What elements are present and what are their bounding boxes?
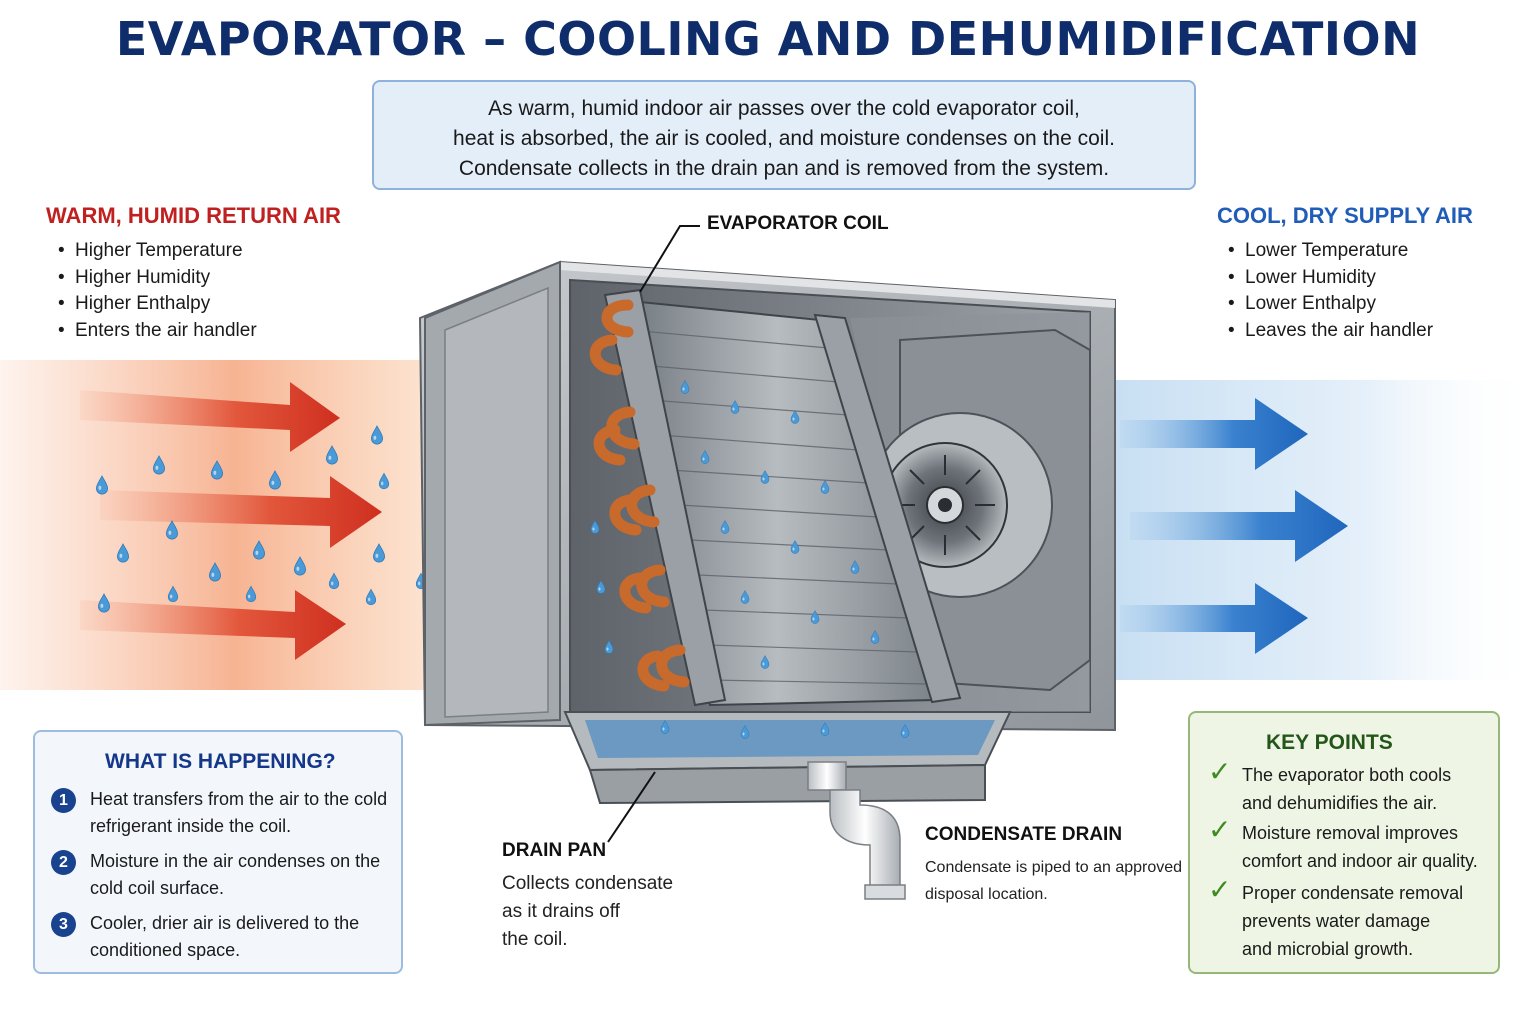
- list-item: Leaves the air handler: [1228, 318, 1433, 345]
- page-title: EVAPORATOR – COOLING AND DEHUMIDIFICATIO…: [115, 12, 1421, 66]
- list-item: Lower Humidity: [1228, 265, 1433, 292]
- what-is-happening-title: WHAT IS HAPPENING?: [105, 750, 336, 773]
- step-line: cold coil surface.: [90, 878, 225, 898]
- warm-air-arrows: [80, 382, 382, 660]
- key-point-line: Moisture removal improves: [1242, 823, 1459, 843]
- copper-hairpin-icon: [636, 564, 670, 608]
- step-number-icon: 1: [51, 788, 76, 813]
- intro-line: Condensate collects in the drain pan and…: [458, 157, 1110, 180]
- description-line: disposal location.: [925, 886, 1048, 903]
- supply-air-heading: COOL, DRY SUPPLY AIR: [1217, 203, 1473, 228]
- intro-box: As warm, humid indoor air passes over th…: [372, 80, 1196, 190]
- drain-pan: [563, 711, 1012, 805]
- return-air-list: Higher Temperature Higher Humidity Highe…: [58, 238, 257, 344]
- cool-arrow-icon: [1120, 583, 1308, 654]
- drain-pan-description: Collects condensate as it drains off the…: [502, 870, 702, 954]
- copper-refrigerant-tubes: [589, 299, 690, 692]
- cool-air-arrows: [1120, 398, 1348, 654]
- warm-arrow-icon: [100, 476, 382, 548]
- key-points-panel: KEY POINTS ✓ The evaporator both cools a…: [1188, 711, 1500, 974]
- evaporator-coil-label: EVAPORATOR COIL: [707, 213, 889, 234]
- step-item: 1 Heat transfers from the air to the col…: [51, 786, 391, 840]
- check-icon: ✓: [1208, 814, 1232, 845]
- list-item: Lower Enthalpy: [1228, 291, 1433, 318]
- key-points-title: KEY POINTS: [1266, 731, 1393, 754]
- condensate-drain-label: CONDENSATE DRAIN: [925, 824, 1123, 845]
- copper-hairpin-icon: [601, 299, 634, 338]
- step-line: refrigerant inside the coil.: [90, 816, 292, 836]
- key-point-item: ✓ The evaporator both cools and dehumidi…: [1208, 757, 1498, 817]
- intro-line: heat is absorbed, the air is cooled, and…: [453, 127, 1115, 150]
- step-item: 3 Cooler, drier air is delivered to the …: [51, 910, 391, 964]
- return-air-heading: WARM, HUMID RETURN AIR: [46, 203, 341, 228]
- copper-hairpin-icon: [656, 644, 690, 688]
- description-line: Condensate is piped to an approved: [925, 859, 1183, 876]
- supply-air-list: Lower Temperature Lower Humidity Lower E…: [1228, 238, 1433, 344]
- copper-hairpin-icon: [593, 424, 626, 466]
- what-is-happening-panel: WHAT IS HAPPENING? 1 Heat transfers from…: [33, 730, 403, 974]
- condensate-drain-pipe: [807, 761, 906, 900]
- step-number-icon: 2: [51, 850, 76, 875]
- list-item: Lower Temperature: [1228, 238, 1433, 265]
- copper-hairpin-icon: [619, 572, 652, 614]
- step-line: Cooler, drier air is delivered to the: [90, 913, 360, 933]
- list-item: Higher Temperature: [58, 238, 257, 265]
- step-line: Moisture in the air condenses on the: [90, 851, 381, 871]
- drain-pan-label: DRAIN PAN: [502, 840, 607, 861]
- key-point-item: ✓ Moisture removal improves comfort and …: [1208, 815, 1498, 875]
- blower-fan: [867, 328, 1091, 692]
- copper-hairpin-icon: [589, 334, 622, 376]
- list-item: Higher Humidity: [58, 265, 257, 292]
- description-line: the coil.: [502, 929, 568, 950]
- step-item: 2 Moisture in the air condenses on the c…: [51, 848, 391, 902]
- key-point-line: comfort and indoor air quality.: [1242, 851, 1478, 871]
- coil-leader-line: [639, 225, 700, 293]
- key-point-line: prevents water damage: [1242, 911, 1431, 931]
- key-point-line: Proper condensate removal: [1242, 883, 1464, 903]
- description-line: as it drains off: [502, 901, 620, 922]
- drain-pan-leader-line: [607, 771, 656, 843]
- key-point-item: ✓ Proper condensate removal prevents wat…: [1208, 875, 1498, 963]
- step-line: conditioned space.: [90, 940, 241, 960]
- evaporator-coil: [603, 288, 962, 707]
- warm-arrow-icon: [80, 382, 340, 452]
- check-icon: ✓: [1208, 756, 1232, 787]
- key-point-line: The evaporator both cools: [1242, 765, 1452, 785]
- copper-hairpin-icon: [609, 494, 642, 536]
- condensate-drain-description: Condensate is piped to an approved dispo…: [925, 854, 1195, 908]
- copper-hairpin-icon: [626, 484, 660, 528]
- cool-arrow-icon: [1120, 398, 1308, 470]
- warm-arrow-icon: [80, 590, 346, 660]
- step-number-icon: 3: [51, 912, 76, 937]
- copper-hairpin-icon: [637, 650, 670, 692]
- key-point-line: and microbial growth.: [1242, 939, 1414, 959]
- list-item: Enters the air handler: [58, 318, 257, 345]
- step-line: Heat transfers from the air to the cold: [90, 789, 388, 809]
- cool-arrow-icon: [1130, 490, 1348, 562]
- key-point-line: and dehumidifies the air.: [1242, 793, 1438, 813]
- list-item: Higher Enthalpy: [58, 291, 257, 318]
- description-line: Collects condensate: [502, 873, 674, 894]
- check-icon: ✓: [1208, 874, 1232, 905]
- intro-line: As warm, humid indoor air passes over th…: [488, 97, 1080, 120]
